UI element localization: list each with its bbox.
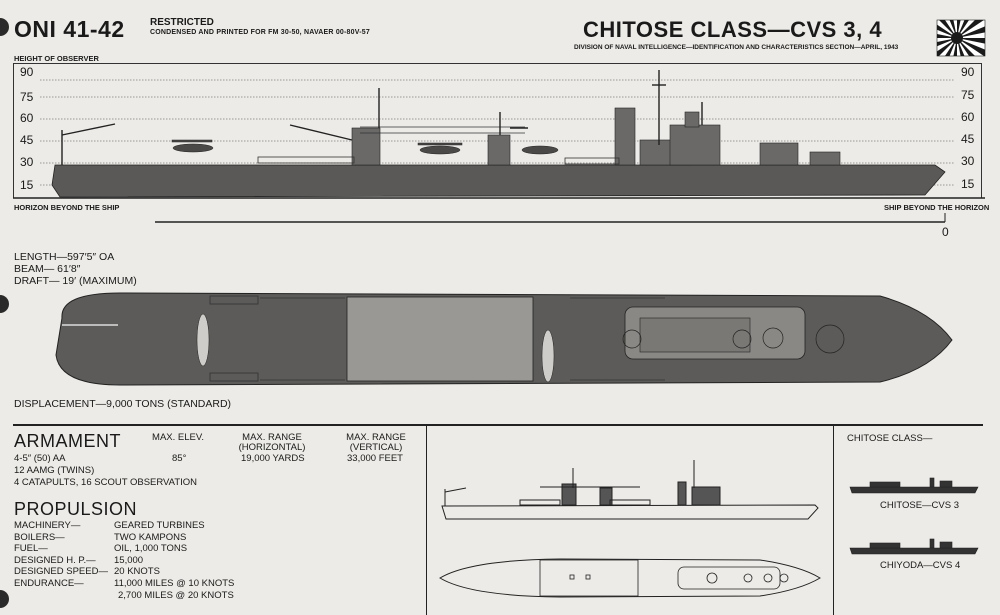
propulsion-label: FUEL— [14, 543, 48, 555]
scale-label-left: 30 [20, 155, 34, 169]
binder-hole [0, 18, 9, 36]
propulsion-value: 15,000 [114, 554, 144, 566]
scale-label-right: 15 [961, 177, 975, 191]
binder-hole [0, 295, 9, 313]
section-divider [13, 424, 983, 426]
column-divider [426, 426, 427, 615]
propulsion-value: TWO KAMPONS [114, 531, 187, 543]
catapult-spec: 4 CATAPULTS, 16 SCOUT OBSERVATION [14, 477, 198, 488]
scale-label-right: 90 [961, 65, 975, 79]
aa-spec: 12 AAMG (TWINS) [14, 465, 95, 476]
profile-scale-frame [13, 63, 982, 198]
scale-label-left: 15 [20, 178, 34, 192]
scale-label-left: 90 [20, 65, 34, 79]
sun-ray [957, 38, 985, 56]
propulsion-labels: MACHINERY— BOILERS— FUEL— DESIGNED H. P.… [14, 520, 108, 590]
propulsion-label: BOILERS— [14, 531, 65, 543]
gun-elev: 85° [172, 453, 187, 464]
range-zero-label: 0 [942, 225, 949, 239]
propulsion-label: DESIGNED H. P.— [14, 554, 96, 566]
scale-label-left: 75 [20, 90, 34, 104]
ship-name-chitose: CHITOSE—CVS 3 [880, 500, 960, 511]
propulsion-label: DESIGNED SPEED— [14, 566, 108, 578]
restricted-label: RESTRICTED [150, 17, 214, 28]
sun-ray [939, 20, 957, 38]
condensed-note: CONDENSED AND PRINTED FOR FM 30-50, NAVA… [150, 29, 370, 36]
scale-label-right: 60 [961, 110, 975, 124]
scale-label-left: 60 [20, 111, 34, 125]
draft-spec: DRAFT— 19′ (MAXIMUM) [14, 275, 137, 287]
scale-label-right: 45 [961, 132, 975, 146]
propulsion-values: GEARED TURBINES TWO KAMPONS OIL, 1,000 T… [114, 520, 234, 601]
height-of-observer-label: HEIGHT OF OBSERVER [14, 54, 99, 63]
scale-label-right: 30 [961, 154, 975, 168]
propulsion-value: 20 KNOTS [114, 566, 160, 578]
propulsion-value: 11,000 MILES @ 10 KNOTS [114, 577, 235, 589]
document-code: ONI 41-42 [14, 16, 125, 42]
armament-heading: ARMAMENT [14, 431, 121, 451]
beam-spec: BEAM— 61′8″ [14, 263, 81, 275]
sun-ray [957, 38, 975, 56]
displacement-spec: DISPLACEMENT—9,000 TONS (STANDARD) [14, 398, 232, 410]
col-max-range-horizontal: MAX. RANGE(HORIZONTAL) [238, 432, 306, 453]
propulsion-value: 2,700 MILES @ 20 KNOTS [118, 589, 234, 601]
ship-name-chiyoda: CHIYODA—CVS 4 [880, 560, 961, 571]
gun-range-v: 33,000 FEET [347, 453, 403, 464]
binder-hole [0, 590, 9, 608]
sun-ray [937, 38, 957, 56]
page-title: CHITOSE CLASS—CVS 3, 4 [583, 17, 883, 42]
propulsion-value: OIL, 1,000 TONS [114, 543, 188, 555]
gun-range-h: 19,000 YARDS [241, 453, 305, 464]
propulsion-label: ENDURANCE— [14, 577, 84, 589]
rising-sun-flag-icon [936, 19, 986, 57]
ship-side-profile [51, 70, 946, 198]
sun-ray [957, 26, 985, 38]
propulsion-heading: PROPULSION [14, 499, 138, 519]
scale-lines [13, 79, 985, 223]
scale-label-right: 75 [961, 88, 975, 102]
column-divider [833, 426, 834, 615]
division-line: DIVISION OF NAVAL INTELLIGENCE—IDENTIFIC… [574, 44, 899, 51]
ship-beyond-horizon-label: SHIP BEYOND THE HORIZON [884, 203, 990, 212]
gun-spec: 4-5″ (50) AA [14, 453, 66, 464]
length-spec: LENGTH—597′5″ OA [14, 251, 115, 263]
horizon-beyond-label: HORIZON BEYOND THE SHIP [14, 203, 120, 212]
propulsion-value: GEARED TURBINES [114, 520, 205, 531]
sun-ray [937, 24, 957, 38]
class-heading: CHITOSE CLASS— [847, 433, 933, 444]
propulsion-label: MACHINERY— [14, 520, 81, 531]
ship-plan-view [55, 292, 953, 386]
scale-label-left: 45 [20, 133, 34, 147]
sun-ray [957, 38, 985, 44]
col-max-range-vertical: MAX. RANGE(VERTICAL) [346, 432, 406, 453]
col-max-elev: MAX. ELEV. [152, 432, 204, 443]
